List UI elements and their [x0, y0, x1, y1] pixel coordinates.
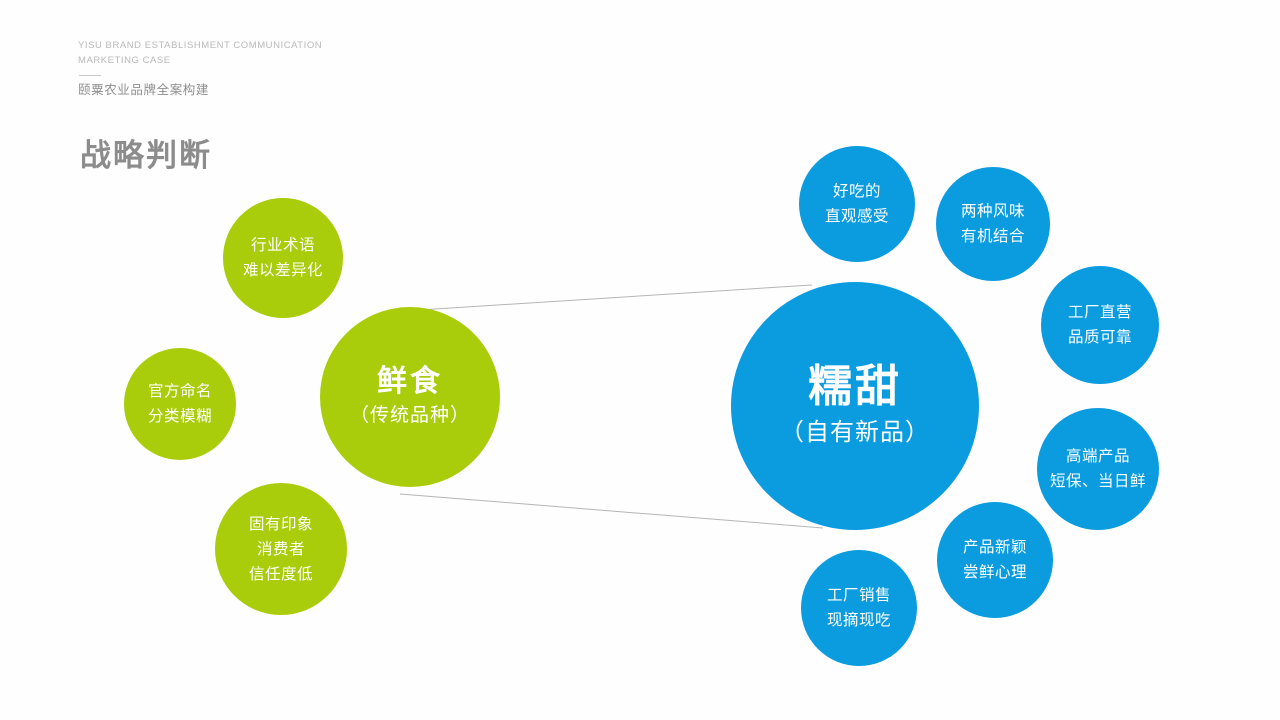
bubble-official-naming[interactable]: 官方命名分类模糊 — [124, 348, 236, 460]
page-title: 战略判断 — [80, 138, 212, 173]
bubble-label-line: 分类模糊 — [147, 408, 212, 425]
bubble-factory-direct[interactable]: 工厂直营品质可靠 — [1041, 266, 1159, 384]
bubble-premium-short-shelf[interactable]: 高端产品短保、当日鲜 — [1037, 408, 1159, 530]
upper-funnel-line — [403, 284, 813, 312]
bubble-label-line: 官方命名 — [147, 383, 212, 400]
header-eyebrow: YISU BRAND ESTABLISHMENT COMMUNICATION M… — [78, 40, 323, 66]
bubble-fixed-impression[interactable]: 固有印象消费者信任度低 — [215, 483, 347, 615]
hub-subtitle: （传统品种） — [349, 405, 470, 426]
hub-bubble-new-product[interactable]: 糯甜 （自有新品） — [731, 282, 979, 530]
bubble-label-line: 信任度低 — [248, 565, 313, 583]
bubble-label-line: 难以差异化 — [242, 262, 323, 279]
hub-title: 糯甜 — [808, 362, 902, 411]
bubble-label-line: 好吃的 — [832, 183, 881, 200]
header: YISU BRAND ESTABLISHMENT COMMUNICATION M… — [78, 38, 498, 99]
bubble-two-flavors[interactable]: 两种风味有机结合 — [936, 167, 1050, 281]
bubble-label-line: 行业术语 — [250, 237, 315, 254]
hub-title: 鲜食 — [377, 365, 443, 398]
lower-funnel-line — [399, 493, 824, 529]
bubble-label-line: 两种风味 — [960, 203, 1025, 220]
bubble-label-line: 短保、当日鲜 — [1049, 473, 1146, 490]
bubble-novel-product[interactable]: 产品新颖尝鲜心理 — [937, 502, 1053, 618]
bubble-label-line: 品质可靠 — [1067, 329, 1132, 346]
hub-subtitle: （自有新品） — [780, 419, 930, 446]
bubble-label-line: 有机结合 — [960, 228, 1025, 245]
header-subtitle: 颐粟农业品牌全案构建 — [78, 83, 210, 97]
bubble-label-line: 尝鲜心理 — [962, 564, 1027, 581]
bubble-label-line: 现摘现吃 — [826, 612, 891, 629]
bubble-label-line: 直观感受 — [824, 208, 889, 225]
bubble-industry-jargon[interactable]: 行业术语难以差异化 — [223, 198, 343, 318]
bubble-label-line: 产品新颖 — [962, 539, 1027, 556]
bubble-factory-sales[interactable]: 工厂销售现摘现吃 — [801, 550, 917, 666]
bubble-label-line: 固有印象 — [248, 515, 313, 533]
header-divider — [79, 75, 101, 76]
bubble-label-line: 工厂销售 — [826, 587, 891, 604]
bubble-label-line: 高端产品 — [1065, 448, 1130, 465]
bubble-tasty-intuitive[interactable]: 好吃的直观感受 — [799, 146, 915, 262]
bubble-label-line: 消费者 — [256, 540, 305, 558]
hub-bubble-traditional[interactable]: 鲜食 （传统品种） — [320, 307, 500, 487]
bubble-label-line: 工厂直营 — [1067, 304, 1132, 321]
